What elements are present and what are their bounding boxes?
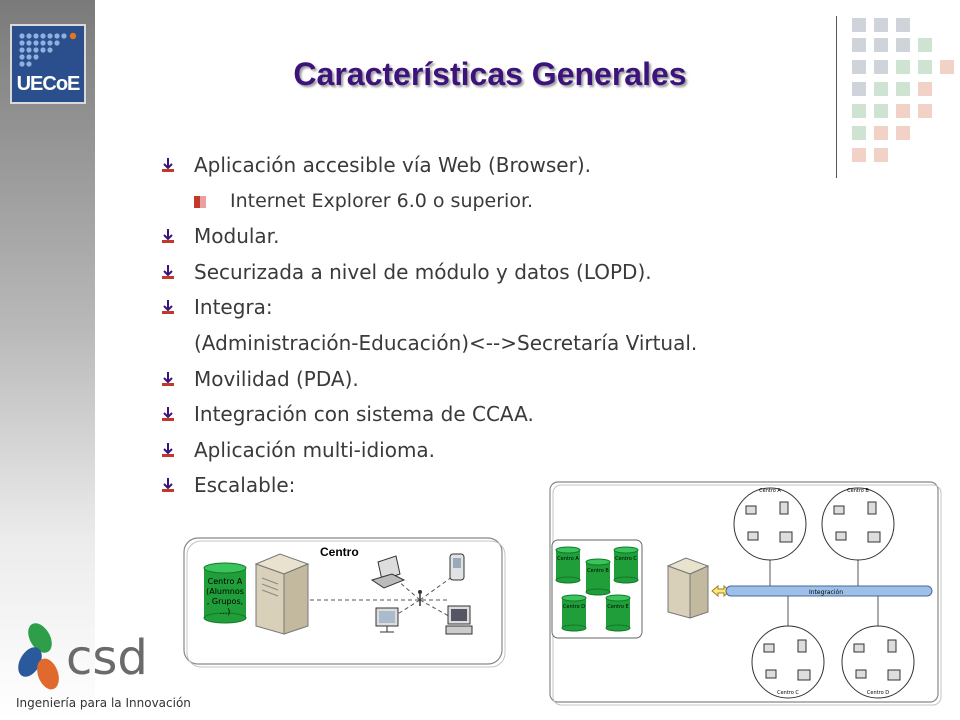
arrow-bullet-icon	[162, 229, 174, 244]
bullet-text: Aplicación multi-idioma.	[194, 437, 436, 462]
centre-circle: Centro C	[751, 625, 825, 699]
bullet-text: Internet Explorer 6.0 o superior.	[230, 189, 534, 212]
laptop-icon	[370, 555, 406, 589]
database-cylinder-icon	[555, 546, 581, 584]
bullet-item: Securizada a nivel de módulo y datos (LO…	[160, 255, 800, 291]
centre-circle-label: Centro C	[777, 690, 799, 696]
bullet-text: Escalable:	[194, 473, 296, 498]
footer-tagline: Ingeniería para la Innovación	[16, 696, 191, 710]
pda-icon	[449, 553, 465, 581]
server-tower-icon	[254, 553, 310, 635]
bullet-text: Securizada a nivel de módulo y datos (LO…	[194, 259, 652, 284]
db-label-line: Centro A	[208, 577, 243, 586]
database-cylinder-icon	[561, 594, 587, 632]
csd-leaf-blue-icon	[18, 647, 42, 677]
bullet-text: Integración con sistema de CCAA.	[194, 402, 534, 427]
arrow-bullet-icon	[162, 442, 174, 457]
centre-circle-label: Centro B	[847, 488, 869, 494]
bullet-item: Integra:	[160, 290, 800, 326]
database-cylinder-icon	[613, 546, 639, 584]
desktop-pc-icon	[445, 605, 473, 635]
bullet-text: Aplicación accesible vía Web (Browser).	[194, 153, 591, 177]
centre-circle-label: Centro D	[867, 690, 889, 696]
red-square-bullet-icon	[194, 195, 206, 208]
bullet-text: Integra:	[194, 295, 273, 320]
multi-centre-diagram: Centro A Centro B Centro C Centro D Cent…	[549, 481, 942, 706]
single-centre-frame-shadow	[186, 540, 506, 668]
sidebar-gradient	[0, 0, 95, 720]
csd-leaf-orange-icon	[37, 658, 59, 690]
bullet-item: Modular.	[160, 219, 800, 255]
bullet-text: Modular.	[194, 224, 280, 249]
integration-bus	[725, 585, 933, 597]
centre-circle-label: Centro A	[759, 488, 781, 494]
bullet-list: Aplicación accesible vía Web (Browser). …	[160, 148, 800, 504]
bullet-item: Aplicación multi-idioma.	[160, 433, 800, 469]
bullet-text: Movilidad (PDA).	[194, 366, 359, 391]
uecoe-logo-text: UECoE	[16, 73, 81, 95]
db-label: Centro C	[615, 556, 637, 562]
title-divider	[836, 16, 837, 178]
csd-logo-text: csd	[66, 630, 148, 686]
bullet-item: Escalable:	[160, 468, 800, 504]
page-title: Características Generales	[293, 56, 687, 92]
uecoe-logo: UECoE	[10, 24, 86, 104]
db-label: Centro E	[607, 604, 628, 610]
database-cylinder-icon	[605, 594, 631, 632]
database-cylinder-icon	[585, 558, 611, 596]
csd-leaf-green-icon	[28, 623, 52, 653]
monitor-icon	[375, 607, 399, 633]
bullet-item: Integración con sistema de CCAA.	[160, 397, 800, 433]
arrow-bullet-icon	[162, 158, 174, 172]
db-label: Centro A	[557, 556, 579, 562]
db-label-line: ...)	[220, 607, 231, 616]
database-cylinder-icon	[203, 562, 247, 624]
bullet-item-sub: Internet Explorer 6.0 o superior.	[160, 184, 800, 220]
csd-logo: csd	[18, 623, 148, 690]
centre-label: Centro	[320, 545, 359, 559]
arrow-bullet-icon	[162, 478, 174, 493]
db-label: Centro D	[563, 604, 585, 610]
wireless-antenna-icon	[418, 590, 422, 606]
arrow-bullet-icon	[162, 264, 174, 279]
centre-circle: Centro D	[841, 625, 915, 699]
bullet-item: Aplicación accesible vía Web (Browser).	[160, 148, 800, 184]
single-centre-diagram: Centro Centro A (Alumnos , Grupos, ...)	[183, 537, 506, 668]
arrow-bullet-icon	[162, 300, 174, 315]
bullet-text: (Administración-Educación)<-->Secretaría…	[194, 330, 698, 355]
centre-circle: Centro A	[733, 487, 807, 561]
arrow-bullet-icon	[162, 407, 174, 422]
arrow-bullet-icon	[162, 371, 174, 386]
uecoe-dots-icon	[19, 32, 77, 67]
db-label-line: , Grupos,	[207, 597, 243, 606]
bullet-item-continuation: (Administración-Educación)<-->Secretaría…	[160, 326, 800, 362]
server-tower-icon	[666, 557, 710, 619]
db-label: Centro B	[587, 568, 609, 574]
integration-label: Integración	[809, 589, 843, 596]
decorative-square-grid-icon	[852, 18, 954, 162]
bullet-item: Movilidad (PDA).	[160, 362, 800, 398]
db-label-line: (Alumnos	[206, 587, 244, 596]
centre-circle: Centro B	[821, 487, 895, 561]
